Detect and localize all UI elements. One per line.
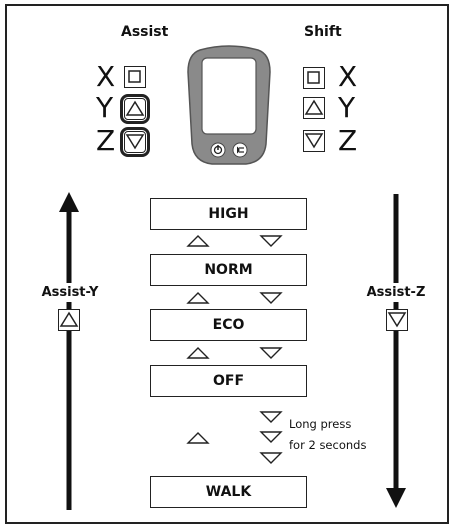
assist-y-side-button (58, 309, 80, 331)
shift-z-button[interactable] (303, 130, 325, 152)
down-triangle-icon (387, 312, 407, 328)
assist-z-label: Assist-Z (354, 283, 438, 302)
up-small-triangle-icon (186, 432, 210, 444)
assist-z-letter: Z (96, 124, 116, 157)
down-small-triangle-icon (259, 411, 283, 423)
down-small-triangle-icon (259, 431, 283, 443)
down-arrow (386, 194, 406, 508)
display-screen (201, 57, 257, 135)
long-press-note: Long press for 2 seconds (289, 414, 366, 456)
shift-x-button[interactable] (303, 67, 325, 89)
diagram-frame (5, 4, 449, 524)
shift-z-letter: Z (338, 124, 358, 157)
light-icon (232, 142, 248, 158)
shift-y-letter: Y (338, 91, 356, 124)
shift-y-button[interactable] (303, 97, 325, 119)
display-unit (187, 45, 271, 165)
up-triangle-icon (59, 311, 79, 327)
power-icon (210, 142, 226, 158)
assist-header: Assist (121, 24, 169, 40)
mode-norm: NORM (150, 254, 307, 286)
up-small-triangle-icon (186, 235, 210, 247)
shift-header: Shift (304, 24, 342, 40)
up-small-triangle-icon (186, 292, 210, 304)
assist-x-button[interactable] (124, 66, 146, 88)
down-triangle-icon (125, 134, 145, 150)
assist-z-side-button (386, 309, 408, 331)
assist-z-button[interactable] (120, 127, 150, 157)
assist-y-button[interactable] (120, 94, 150, 124)
down-small-triangle-icon (259, 452, 283, 464)
long-press-line1: Long press (289, 417, 352, 431)
square-icon (307, 71, 320, 84)
mode-high: HIGH (150, 198, 307, 230)
square-icon (128, 70, 141, 83)
down-small-triangle-icon (259, 347, 283, 359)
up-triangle-icon (125, 100, 145, 116)
assist-y-letter: Y (96, 91, 114, 124)
down-triangle-icon (304, 133, 324, 149)
assist-x-letter: X (96, 60, 116, 93)
mode-walk: WALK (150, 476, 307, 508)
long-press-line2: for 2 seconds (289, 438, 367, 452)
mode-off: OFF (150, 365, 307, 397)
up-arrow (59, 192, 79, 510)
up-triangle-icon (304, 99, 324, 115)
shift-x-letter: X (338, 60, 358, 93)
mode-eco: ECO (150, 309, 307, 341)
assist-y-label: Assist-Y (28, 283, 112, 302)
up-small-triangle-icon (186, 347, 210, 359)
down-small-triangle-icon (259, 235, 283, 247)
down-small-triangle-icon (259, 292, 283, 304)
